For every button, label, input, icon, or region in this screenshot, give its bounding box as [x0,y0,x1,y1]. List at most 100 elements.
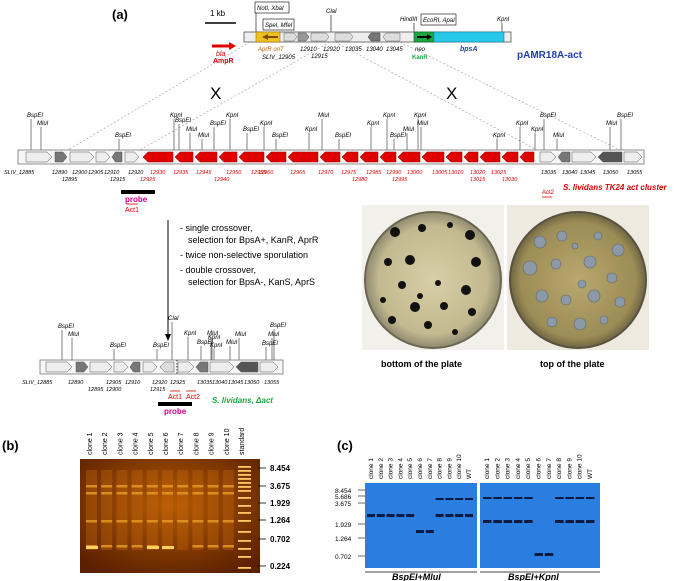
del-site-label: BspEI [58,324,74,330]
gel-ladder-band [238,540,251,542]
del-gene-label: 12910 [125,380,141,386]
gel-band [146,520,158,523]
cluster-act-gene-arrow [463,151,479,163]
gel-ladder-band [238,548,251,550]
cluster-site-label: KpnI [516,121,529,127]
gel-band-strong [162,546,174,549]
site-clai: ClaI [326,9,337,15]
del-gene-arrow [195,361,209,373]
blot-band [465,498,473,500]
gel-lane-label: clone 6 [163,432,170,455]
blot-lane-label: clone 1 [368,458,375,479]
gel-band [192,492,204,495]
gene-arrow [382,32,401,42]
blot-band [555,497,564,499]
ampr-label: AmpR [213,58,234,65]
gel-ladder-band [238,556,251,558]
photo-top-label: top of the plate [540,359,605,369]
cluster-act-gene-label: 13005 [432,170,448,176]
cross-line [334,41,538,151]
bla-label: bla [216,51,225,58]
gel-band [131,545,143,548]
plate-bottom [364,211,502,349]
blot-lane-label: clone 2 [378,458,385,479]
del-gene-arrow [129,361,141,373]
cluster-act-gene-label: 12935 [173,170,189,176]
deletion-label: S. lividans, Δact [212,396,273,405]
cluster-act-gene-label: 12985 [366,170,382,176]
cluster-act-gene-arrow [341,151,359,163]
gel-marker-label: 1.264 [270,516,291,525]
blot-band [493,520,502,523]
act2-label: Act2 [542,190,555,196]
cluster-act-gene-label: 13020 [470,170,486,176]
gel-band [131,492,143,495]
plate-colony [599,315,609,325]
gel-band [131,520,143,523]
gel-smear [116,470,128,550]
gel-band [116,485,128,488]
plate-colony [573,317,587,331]
del-site-label: BspEI [153,343,169,349]
del-site-label: KpnI [210,343,223,349]
gel-band [207,485,219,488]
blot-lane-label: clone 5 [525,458,532,479]
cluster-act-gene-arrow [142,151,174,163]
del-gene-arrow [75,361,89,373]
cluster-act-gene-label: 13000 [407,170,423,176]
gene-12915-label: 12915 [311,54,328,60]
blot-band [555,520,564,523]
site-box-notxba [254,1,290,14]
blot-right-label: BspEI+KpnI [508,572,559,581]
act1-label: Act1 [125,207,139,214]
cluster-act-gene-label: 13010 [448,170,464,176]
gel-band [162,485,173,488]
cluster-site-label: BspEI [390,133,406,139]
gel-band [162,520,173,523]
sliv12905-label: SLIV_12905 [262,55,296,61]
blot-lane-label: clone 7 [427,458,434,479]
plate-colony [384,258,392,266]
plate-colony [398,281,406,289]
cluster-gene-label: 13040 [562,170,578,176]
cluster-gene-arrow [539,151,557,163]
del-site-label: MluI [235,332,247,338]
cluster-label: S. lividans TK24 act cluster [563,183,667,192]
blot-band [575,520,585,523]
cross-line [399,41,621,151]
cluster-site-label: BspEI [617,113,633,119]
del-site-label: BspEI [270,323,286,329]
step-1: - single crossover, [180,223,253,233]
del-site-label: BspEI [197,340,213,346]
blot-band [565,520,574,523]
blot-band [586,497,595,499]
gel-lane-label: clone 2 [102,432,109,455]
del-gene-label: 13045 [228,380,244,386]
gel-ladder-band [238,497,251,499]
gel-lane-label: clone 10 [224,428,231,455]
site-spemfe: SpeI, MfeI [265,23,293,29]
gel-ladder-band [238,512,251,514]
gel-band [207,545,219,548]
del-site-label: MluI [268,332,280,338]
cluster-gene-label: SLIV_12885 [4,170,35,176]
plate-colony [388,316,396,324]
plate-colony [556,230,568,242]
gel-image [80,459,260,573]
plate-colony [614,296,626,308]
plate-colony [522,260,538,276]
plate-colony [583,255,597,269]
gel-band [116,545,128,548]
bla-arrow-head [229,42,236,50]
blot-band [396,514,405,517]
gel-band [222,520,234,523]
blot-lane-label: clone 7 [546,458,553,479]
gel-smear [146,470,158,550]
cluster-site-label: KpnI [493,133,506,139]
step-5: selection for BpsA-, KanS, AprS [188,277,315,287]
blot-lane-label: WT [587,469,594,479]
cluster-gene-arrow [95,151,111,163]
blot-lane-label: clone 2 [494,458,501,479]
plate-colony [390,227,400,237]
cross-right: X [446,84,457,103]
